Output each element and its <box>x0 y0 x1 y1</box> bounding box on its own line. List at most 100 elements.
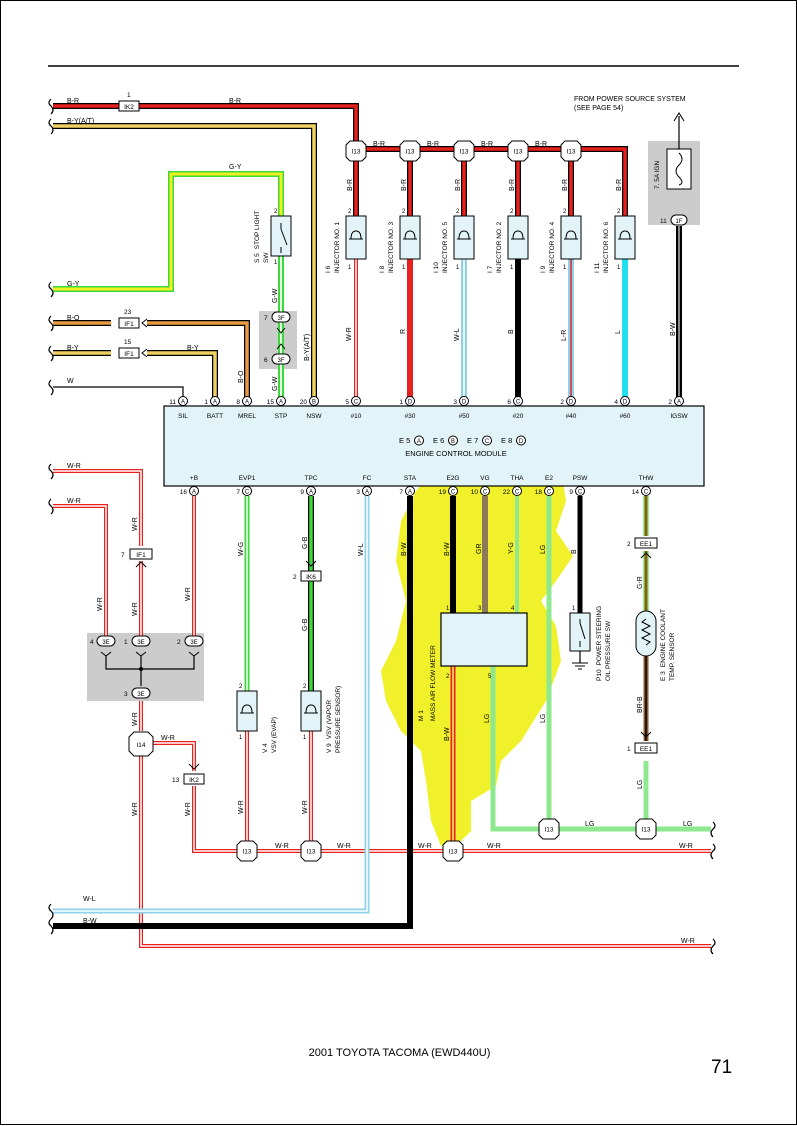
svg-text:IK2: IK2 <box>189 777 199 784</box>
svg-text:B-Y(A/T): B-Y(A/T) <box>304 334 311 361</box>
svg-text:I13: I13 <box>405 149 414 156</box>
svg-text:I13: I13 <box>459 149 468 156</box>
svg-text:1: 1 <box>124 639 128 646</box>
svg-text:15: 15 <box>124 339 132 346</box>
svg-text:1: 1 <box>572 606 576 612</box>
source-note: FROM POWER SOURCE SYSTEM <box>574 96 686 103</box>
svg-text:W-R: W-R <box>132 517 139 531</box>
maf-id: M 1 <box>418 710 425 721</box>
svg-text:B-R: B-R <box>509 179 516 191</box>
svg-text:W-G: W-G <box>238 542 245 556</box>
svg-text:STA: STA <box>404 475 417 482</box>
svg-text:#10: #10 <box>351 413 362 420</box>
svg-text:2: 2 <box>239 684 243 690</box>
svg-text:3E: 3E <box>190 640 197 646</box>
svg-text:1: 1 <box>617 265 621 271</box>
ps-switch-name-2: OIL PRESSURE SW <box>605 620 612 681</box>
wire-w-l <box>53 496 370 914</box>
svg-text:W-L: W-L <box>83 896 96 903</box>
svg-text:7: 7 <box>121 552 125 559</box>
svg-text:11: 11 <box>169 399 176 406</box>
wire-g-y <box>53 171 284 292</box>
injector-4-label: I 7 <box>487 265 494 273</box>
ecm-connector-2: E 7 <box>467 436 478 445</box>
svg-text:INJECTOR NO. 2: INJECTOR NO. 2 <box>496 221 503 273</box>
svg-text:C: C <box>354 400 359 406</box>
svg-text:LG: LG <box>683 821 692 828</box>
ecm-connector-0: E 5 <box>399 436 410 445</box>
svg-text:G-Y: G-Y <box>229 164 242 171</box>
svg-text:3: 3 <box>453 399 457 406</box>
connector-ik2-top: IK2 1 <box>118 92 140 112</box>
svg-text:2: 2 <box>627 541 631 548</box>
connector-i13-top-4: I13 <box>560 140 582 162</box>
svg-text:IGSW: IGSW <box>670 413 688 420</box>
svg-text:A: A <box>365 490 369 496</box>
svg-text:EE1: EE1 <box>640 746 653 753</box>
svg-text:LG: LG <box>637 780 644 789</box>
svg-text:BR-B: BR-B <box>637 696 644 713</box>
wire-labels: B-R B-R B-Y(A/T) G-Y G-Y B-O B-Y B-Y W B… <box>67 98 695 945</box>
svg-text:D: D <box>462 400 467 406</box>
wire-b-w-sta <box>53 496 413 929</box>
svg-text:B: B <box>571 549 578 554</box>
svg-text:I13: I13 <box>544 827 553 834</box>
svg-text:W-R: W-R <box>132 802 139 816</box>
svg-text:8: 8 <box>236 399 240 406</box>
connector-ee1: EE1 2 EE1 1 <box>627 537 658 754</box>
svg-text:TPC: TPC <box>305 475 318 482</box>
injector-3-label: I 10 <box>433 262 440 273</box>
svg-text:6: 6 <box>264 357 268 364</box>
svg-text:W: W <box>67 378 74 385</box>
svg-text:W-L: W-L <box>454 328 461 341</box>
connector-if1-b: IF1 15 <box>118 339 148 359</box>
svg-text:14: 14 <box>632 489 640 496</box>
svg-text:2: 2 <box>274 209 278 215</box>
svg-text:B: B <box>312 400 316 406</box>
svg-text:I13: I13 <box>448 849 457 856</box>
stop-light-label-2: SW <box>263 252 270 263</box>
connector-i13-lg-0: I13 <box>538 818 560 840</box>
svg-text:THW: THW <box>639 475 655 482</box>
svg-text:BATT: BATT <box>207 413 223 420</box>
ecm-connector-letter-1: B <box>451 439 455 445</box>
ecm-pin-#50: D3#50 <box>453 396 470 420</box>
svg-text:B-R: B-R <box>616 179 623 191</box>
svg-text:LG: LG <box>585 821 594 828</box>
svg-text:D: D <box>623 400 628 406</box>
svg-text:3E: 3E <box>102 640 109 646</box>
svg-text:2: 2 <box>303 684 307 690</box>
svg-text:B-O: B-O <box>67 315 80 322</box>
svg-text:Y-G: Y-G <box>508 542 515 554</box>
connector-ik2-bottom: IK2 13 <box>172 763 205 785</box>
svg-text:3E: 3E <box>137 692 144 698</box>
svg-text:6: 6 <box>507 399 511 406</box>
svg-text:B: B <box>508 329 515 334</box>
svg-text:A: A <box>213 400 217 406</box>
svg-text:IF1: IF1 <box>124 351 134 358</box>
svg-text:1: 1 <box>456 265 460 271</box>
svg-text:C: C <box>644 490 649 496</box>
svg-text:INJECTOR NO. 4: INJECTOR NO. 4 <box>549 221 556 273</box>
svg-text:A: A <box>245 400 249 406</box>
svg-text:23: 23 <box>124 309 132 316</box>
svg-text:15: 15 <box>267 399 275 406</box>
svg-text:I14: I14 <box>136 742 145 749</box>
connector-i13-top-1: I13 <box>399 140 421 162</box>
svg-text:4: 4 <box>90 639 94 646</box>
svg-text:INJECTOR NO. 5: INJECTOR NO. 5 <box>442 221 449 273</box>
svg-text:B-W: B-W <box>444 542 451 556</box>
svg-text:2: 2 <box>293 574 297 581</box>
footer-title: 2001 TOYOTA TACOMA (EWD440U) <box>308 1047 491 1059</box>
svg-text:E2G: E2G <box>446 475 459 482</box>
connector-i13-bottom-1: I13 <box>300 840 322 862</box>
vsv-evap-label: V 4 <box>262 743 269 753</box>
